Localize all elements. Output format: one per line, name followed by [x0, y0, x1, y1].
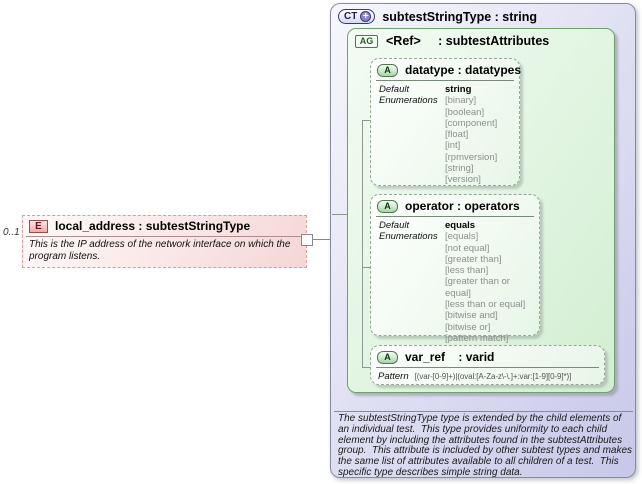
element-box-local-address[interactable]: E local_address : subtestStringType This… — [22, 215, 307, 268]
connector-joint — [301, 234, 313, 246]
complex-type-badge: CT + — [338, 9, 376, 24]
enumeration-value: [not equal] — [445, 242, 490, 254]
attribute-group-badge-icon: AG — [355, 34, 378, 48]
attribute-group-header[interactable]: AG <Ref> : subtestAttributes — [348, 29, 614, 53]
element-header[interactable]: E local_address : subtestStringType — [23, 216, 306, 235]
enumeration-value: [bitwise or] — [445, 321, 491, 333]
attribute-facets: Pattern [(var-[0-9]+)|(oval:[A-Za-z\-\.]… — [371, 368, 604, 384]
attribute-group-box: AG <Ref> : subtestAttributes A datatype … — [347, 28, 615, 393]
facet-label-default: Default — [379, 84, 410, 95]
attribute-facets: Default Enumerations equals [equals][not… — [371, 217, 539, 346]
attribute-title: datatype : datatypes — [405, 63, 522, 77]
facet-label-default: Default — [379, 220, 410, 231]
cardinality-label: 0..1 — [3, 227, 20, 238]
element-badge-icon: E — [29, 219, 48, 233]
attribute-badge-icon: A — [377, 350, 398, 364]
divider — [26, 236, 303, 237]
connector-line — [362, 367, 371, 368]
divider — [376, 216, 534, 217]
enumeration-value: [less than] — [445, 265, 489, 277]
complex-type-header[interactable]: CT + subtestStringType : string — [331, 4, 635, 29]
default-value: string — [445, 84, 472, 95]
enumeration-value: [binary] — [445, 95, 477, 107]
enumeration-value: [greater than] — [445, 253, 502, 265]
attribute-group-title: <Ref> : subtestAttributes — [386, 34, 550, 48]
element-title: local_address : subtestStringType — [55, 219, 251, 233]
complex-type-box: CT + subtestStringType : string AG <Ref>… — [330, 3, 636, 478]
element-description: This is the IP address of the network in… — [29, 239, 291, 262]
ct-badge-label: CT — [344, 11, 358, 22]
attribute-header[interactable]: A var_ref : varid — [371, 346, 604, 367]
divider — [376, 367, 599, 368]
attribute-facets: Default Enumerations string [binary][boo… — [371, 81, 519, 188]
enumeration-value: [pattern match] — [445, 332, 509, 344]
enumeration-value: [string] — [445, 163, 474, 175]
facet-label-pattern: Pattern — [378, 371, 409, 382]
enumeration-value: [greater than or equal] — [445, 276, 510, 299]
type-documentation: The subtestStringType type is extended b… — [338, 413, 635, 478]
attribute-box-operator[interactable]: A operator : operators Default Enumerati… — [370, 194, 540, 344]
enumeration-value: [float] — [445, 129, 469, 141]
enumeration-value: [component] — [445, 117, 498, 129]
divider — [334, 411, 633, 412]
facet-label-enumerations: Enumerations — [379, 231, 438, 243]
enumeration-value: [bitwise and] — [445, 310, 498, 322]
connector-trunk-line — [362, 120, 363, 367]
enumeration-value: [version] — [445, 174, 481, 186]
attribute-box-datatype[interactable]: A datatype : datatypes Default Enumerati… — [370, 58, 522, 188]
attribute-header[interactable]: A datatype : datatypes — [371, 59, 522, 80]
enumeration-value: [less than or equal] — [445, 299, 526, 311]
attribute-badge-icon: A — [377, 199, 398, 213]
enumeration-value: [equals] — [445, 231, 479, 243]
attribute-badge-icon: A — [377, 63, 398, 77]
enumeration-list: [binary][boolean][component][float][int]… — [445, 95, 517, 185]
expand-plus-icon[interactable]: + — [360, 11, 372, 22]
complex-type-title: subtestStringType : string — [382, 9, 537, 24]
connector-line — [362, 120, 371, 121]
enumeration-value: [int] — [445, 140, 461, 152]
connector-line — [362, 267, 371, 268]
default-value: equals — [445, 220, 476, 231]
pattern-value: [(var-[0-9]+)|(oval:[A-Za-z\-\.]+:var:[1… — [414, 372, 572, 381]
attribute-title: var_ref : varid — [405, 350, 495, 364]
facet-label-enumerations: Enumerations — [379, 95, 438, 107]
connector-line — [307, 239, 331, 240]
enumeration-value: [rpmversion] — [445, 151, 498, 163]
attribute-title: operator : operators — [405, 199, 520, 213]
enumeration-list: [equals][not equal][greater than][less t… — [445, 231, 537, 344]
attribute-header[interactable]: A operator : operators — [371, 195, 539, 216]
enumeration-value: [boolean] — [445, 106, 485, 118]
attribute-box-var-ref[interactable]: A var_ref : varid Pattern [(var-[0-9]+)|… — [370, 345, 605, 385]
divider — [376, 80, 514, 81]
